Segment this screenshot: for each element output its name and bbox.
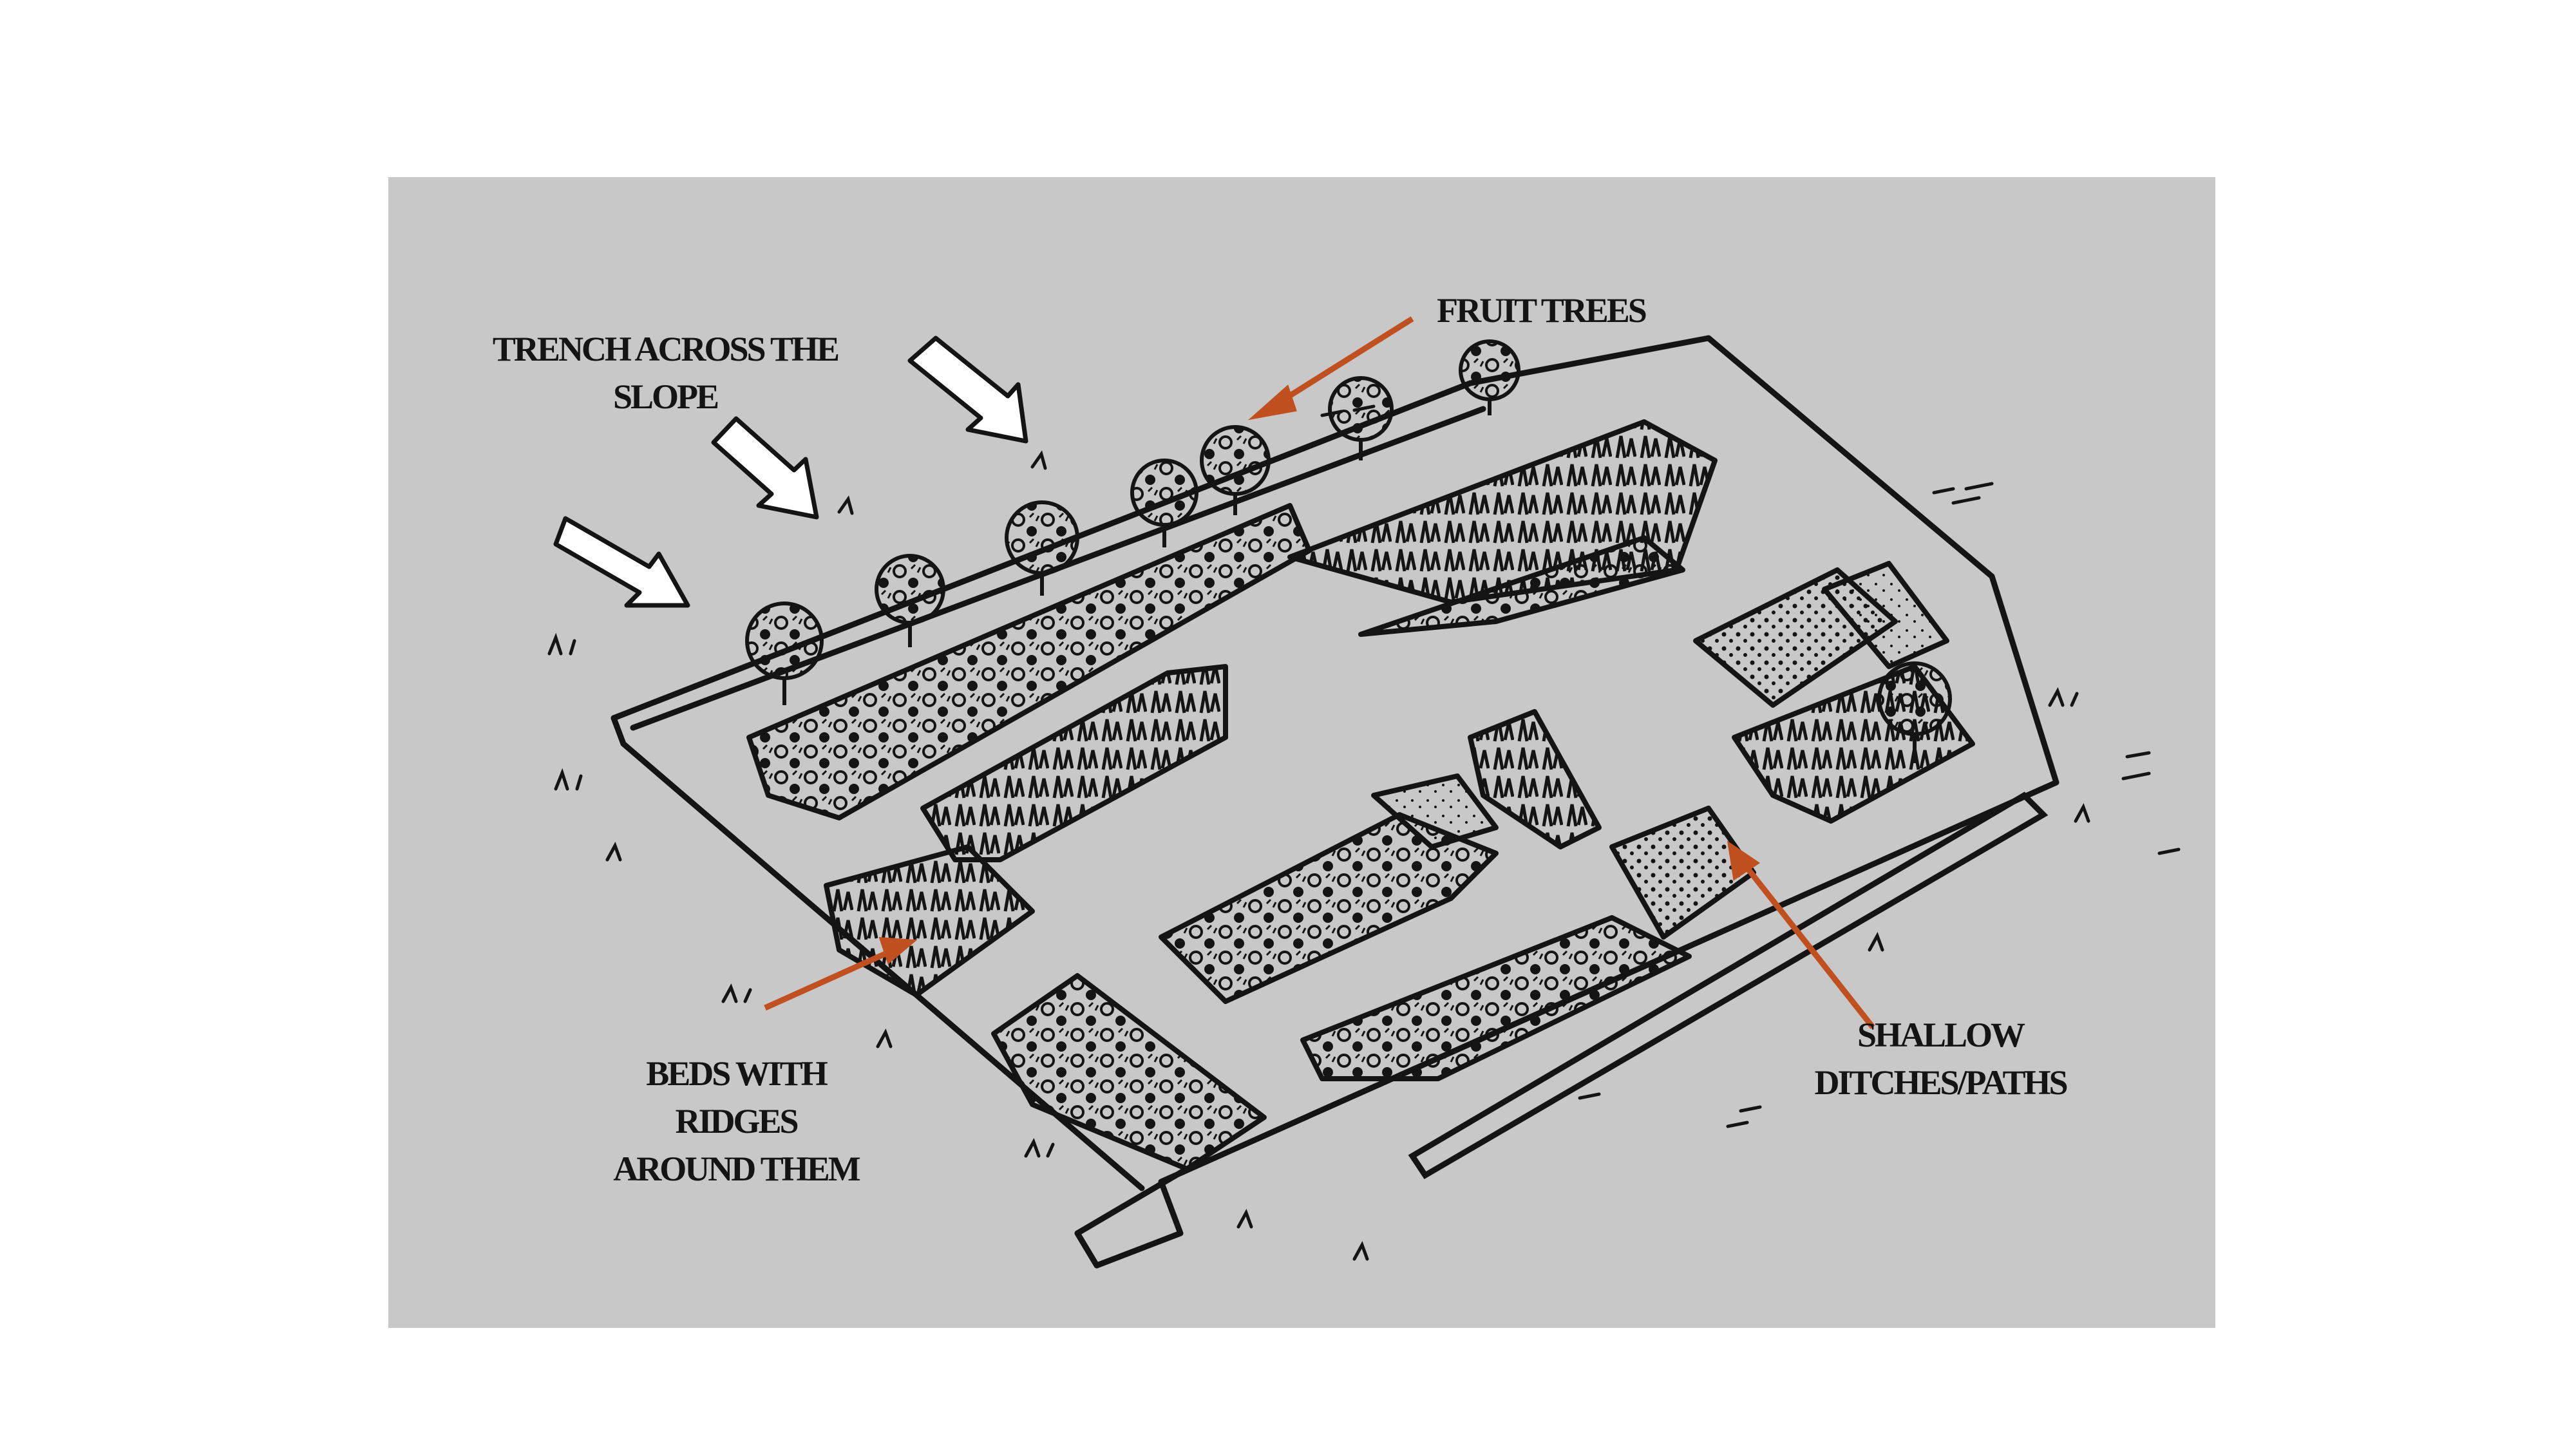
label-trench-across-the-slope: TRENCH ACROSS THE SLOPE <box>466 325 865 421</box>
label-line: BEDS WITH <box>582 1050 891 1097</box>
label-fruit-trees: FRUIT TREES <box>1419 287 1663 334</box>
garden-beds <box>749 422 1973 1169</box>
garden-layout-illustration: TRENCH ACROSS THE SLOPE FRUIT TREES BEDS… <box>388 177 2215 1328</box>
label-line: SLOPE <box>466 373 865 421</box>
label-shallow-ditches-paths: SHALLOW DITCHES/PATHS <box>1792 1011 2088 1106</box>
label-line: TRENCH ACROSS THE <box>466 325 865 373</box>
label-beds-with-ridges: BEDS WITH RIDGES AROUND THEM <box>582 1050 891 1193</box>
label-line: AROUND THEM <box>582 1145 891 1193</box>
label-line: RIDGES <box>582 1097 891 1145</box>
label-line: FRUIT TREES <box>1419 287 1663 334</box>
label-line: SHALLOW <box>1792 1011 2088 1059</box>
label-line: DITCHES/PATHS <box>1792 1059 2088 1106</box>
